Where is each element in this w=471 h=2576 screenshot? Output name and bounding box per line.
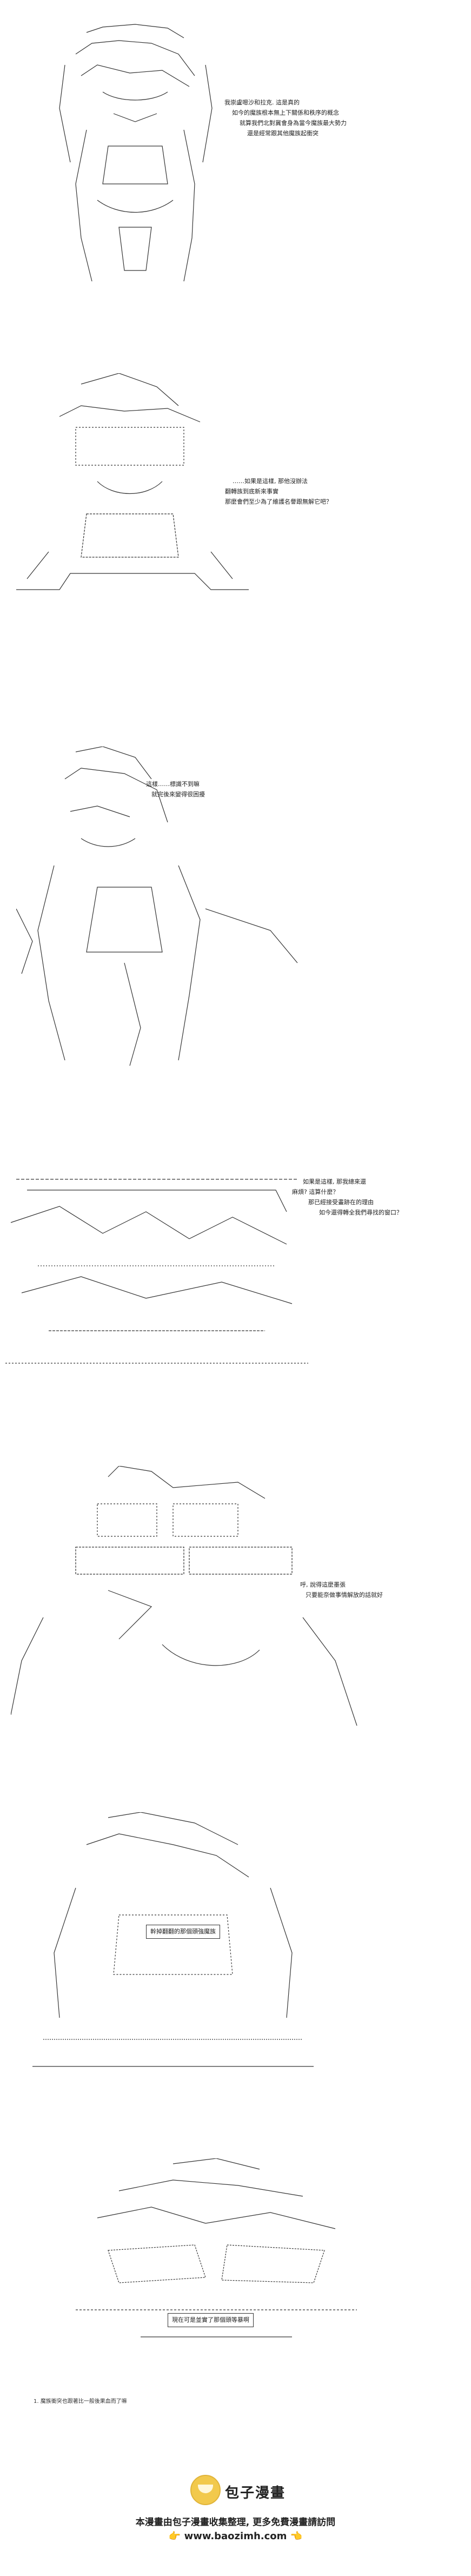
dialogue-line: 只要能奈做事情解放的話就好 [306, 1591, 383, 1599]
baozi-logo-icon [190, 2475, 221, 2505]
watermark-notice: 本漫畫由包子漫畫收集整理, 更多免費漫畫請訪問 [135, 2517, 336, 2528]
ascii-art-character-6 [32, 1812, 314, 2083]
panel-5: 呼, 說得這麼墨張 只要能奈做事情解放的話就好 [0, 1461, 471, 1742]
dialogue-line: 這樣……標識不到嘛 [146, 781, 200, 788]
panel-4: 如果是這樣, 那我總來還 麻煩? 這算什麼？ 那已經接受畫跡在的理由 如今還得轉… [0, 1147, 471, 1396]
watermark-brand: 包子漫畫 [225, 2485, 286, 2501]
dialogue-line: 還是經常跟其他魔族起衝突 [247, 130, 319, 137]
dialogue-line: 那已經接受畫跡在的理由 [308, 1199, 374, 1206]
dialogue-line: 呼, 說得這麼墨張 [300, 1581, 346, 1588]
panel-7: 現在可是並實了那個頭等暴啊 [0, 2153, 471, 2380]
panel-2: ……如果是這樣, 那他沒辦法 翻轉族到底新來事實 那麼會們至少為了維護名譽跟無解… [0, 368, 471, 649]
footnote: 1. 魔族衝突也跟著比一般後果血而了嘛 [34, 2399, 127, 2405]
panel-6: 幹掉翻翻的那個頭強魔族 [0, 1801, 471, 2093]
dialogue-line: 那麼會們至少為了維護名譽跟無解它吧？ [225, 498, 332, 505]
ascii-art-character-3 [16, 747, 319, 1071]
dialogue-line: 我崇盧嗯沙和拉克. 這是真的 [224, 99, 300, 106]
ascii-art-character-7 [76, 2158, 357, 2353]
dialogue-line: 就完後來變得很困擾 [151, 791, 205, 798]
dialogue-line: 如今還得轉全我們尋找的窗口？ [319, 1209, 402, 1216]
ascii-art-character-5 [11, 1466, 368, 1736]
dialogue-line: 翻轉族到底新來事實 [225, 488, 278, 495]
ascii-art-character-4 [5, 1168, 308, 1374]
dialogue-panel-1: 我崇盧嗯沙和拉克. 這是真的 如今的魔族根本無上下關係和秩序的概念 就算我們北對… [224, 97, 347, 138]
dialogue-panel-5: 呼, 說得這麼墨張 只要能奈做事情解放的話就好 [300, 1580, 383, 1600]
watermark-url[interactable]: www.baozimh.com [184, 2531, 287, 2542]
panel-3: 這樣……標識不到嘛 就完後來變得很困擾 [0, 741, 471, 1076]
caption-box-panel-7: 現在可是並實了那個頭等暴啊 [168, 2313, 254, 2327]
ascii-art-character-1 [54, 22, 216, 292]
dialogue-panel-3: 這樣……標識不到嘛 就完後來變得很困擾 [146, 779, 205, 800]
ascii-art-character-2 [16, 373, 249, 611]
dialogue-line: 麻煩? 這算什麼？ [292, 1188, 339, 1195]
pointing-right-icon: 👉 [168, 2531, 181, 2542]
dialogue-line: 就算我們北對冀會身為當今魔族最大勢力 [240, 120, 347, 127]
watermark-url-line: 👉 www.baozimh.com 👈 [0, 2531, 471, 2542]
panel-1: 我崇盧嗯沙和拉克. 這是真的 如今的魔族根本無上下關係和秩序的概念 就算我們北對… [0, 0, 471, 303]
pointing-left-icon: 👈 [290, 2531, 303, 2542]
caption-box-panel-6: 幹掉翻翻的那個頭強魔族 [146, 1925, 220, 1939]
dialogue-line: 如果是這樣, 那我總來還 [303, 1178, 366, 1185]
dialogue-line: ……如果是這樣, 那他沒辦法 [233, 478, 308, 485]
dialogue-panel-4: 如果是這樣, 那我總來還 麻煩? 這算什麼？ 那已經接受畫跡在的理由 如今還得轉… [287, 1177, 402, 1218]
dialogue-line: 如今的魔族根本無上下關係和秩序的概念 [232, 109, 339, 116]
dialogue-panel-2: ……如果是這樣, 那他沒辦法 翻轉族到底新來事實 那麼會們至少為了維護名譽跟無解… [225, 476, 332, 507]
